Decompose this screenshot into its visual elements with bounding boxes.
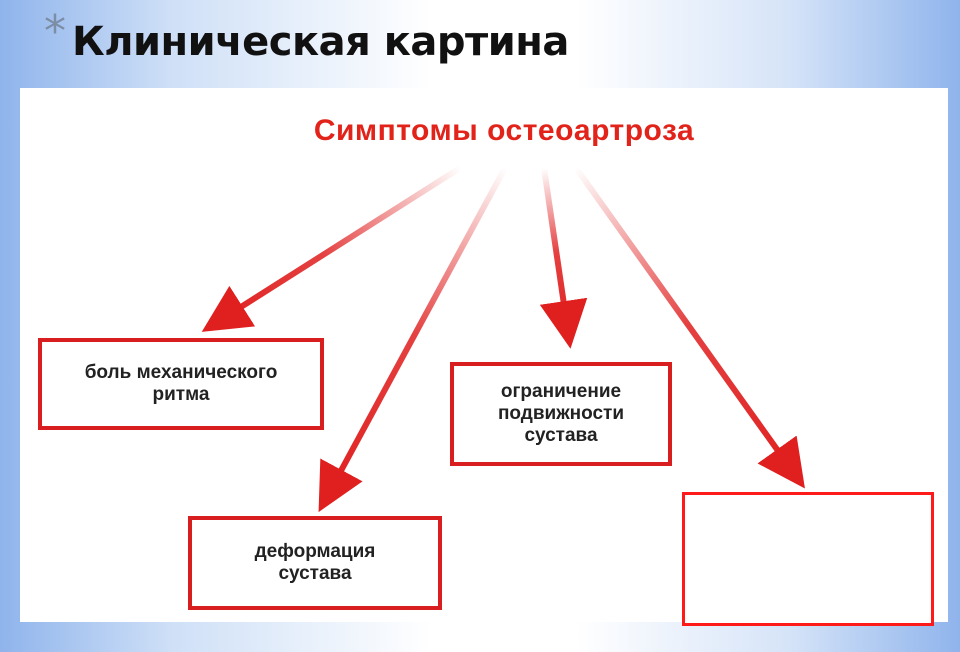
arrows-layer	[201, 165, 805, 513]
arrow-to-empty-box	[573, 166, 805, 489]
arrow-to-deformation	[318, 166, 508, 513]
slide-title-text: Клиническая картина	[72, 19, 569, 65]
arrow-to-pain	[201, 165, 462, 332]
symptom-box-deformation: деформация сустава	[188, 516, 442, 610]
symptom-box-mobility: ограничение подвижности сустава	[450, 362, 672, 466]
arrow-to-mobility	[539, 167, 588, 349]
diagram-panel: Симптомы остеоартроза боль механического…	[20, 88, 948, 626]
bullet-icon: *	[44, 6, 66, 57]
diagram-title: Симптомы остеоартроза	[313, 114, 695, 147]
symptom-box-empty	[682, 492, 934, 626]
slide-title: * Клиническая картина	[44, 6, 569, 76]
symptom-box-pain: боль механического ритма	[38, 338, 324, 430]
